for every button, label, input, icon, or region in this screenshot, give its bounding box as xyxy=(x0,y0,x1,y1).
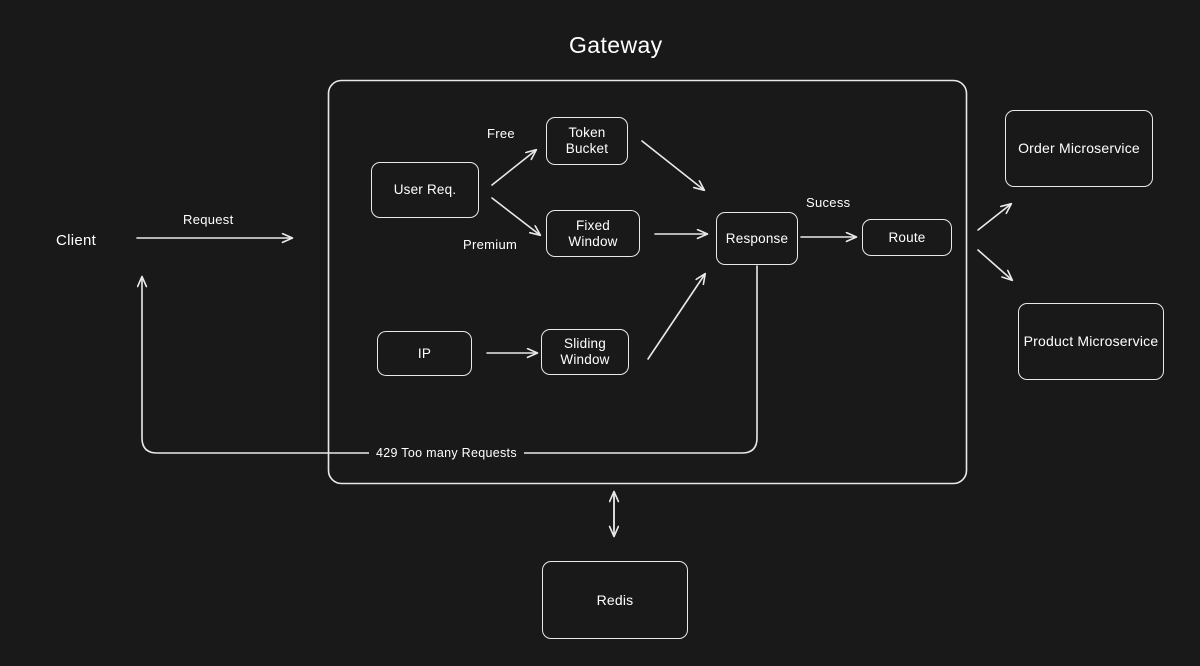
node-product-microservice[interactable]: Product Microservice xyxy=(1018,303,1164,380)
client-label: Client xyxy=(56,232,97,249)
node-order-microservice[interactable]: Order Microservice xyxy=(1005,110,1153,187)
node-order-microservice-label: Order Microservice xyxy=(1018,140,1140,157)
node-fixed-window[interactable]: Fixed Window xyxy=(546,210,640,257)
edge-route-product xyxy=(977,249,1012,280)
node-response-label: Response xyxy=(725,230,789,246)
edge-route-order xyxy=(977,204,1011,231)
edge-label-free: Free xyxy=(487,126,515,141)
edge-userreq-fixedwindow xyxy=(491,197,540,235)
edge-label-premium: Premium xyxy=(463,237,518,252)
node-sliding-window-label: Sliding Window xyxy=(560,336,610,367)
node-redis[interactable]: Redis xyxy=(542,561,688,639)
node-route[interactable]: Route xyxy=(862,219,952,256)
edge-userreq-tokenbucket xyxy=(491,150,536,186)
node-ip[interactable]: IP xyxy=(377,331,472,376)
node-sliding-window[interactable]: Sliding Window xyxy=(541,329,629,375)
node-user-req[interactable]: User Req. xyxy=(371,162,479,218)
node-user-req-label: User Req. xyxy=(393,182,457,198)
node-ip-label: IP xyxy=(417,345,432,361)
edge-slidingwindow-response xyxy=(647,274,705,360)
node-redis-label: Redis xyxy=(596,591,634,608)
edge-label-too-many-requests: 429 Too many Requests xyxy=(369,446,524,460)
node-product-microservice-label: Product Microservice xyxy=(1023,333,1159,350)
node-route-label: Route xyxy=(888,229,926,245)
gateway-title: Gateway xyxy=(569,32,663,58)
node-token-bucket-label: Token Bucket xyxy=(565,125,609,156)
edge-label-request: Request xyxy=(183,212,234,227)
node-token-bucket[interactable]: Token Bucket xyxy=(546,117,628,165)
edge-label-success: Sucess xyxy=(806,195,851,210)
gateway-container xyxy=(327,79,968,485)
node-response[interactable]: Response xyxy=(716,212,798,265)
edge-tokenbucket-response xyxy=(641,140,704,190)
node-fixed-window-label: Fixed Window xyxy=(568,217,618,249)
